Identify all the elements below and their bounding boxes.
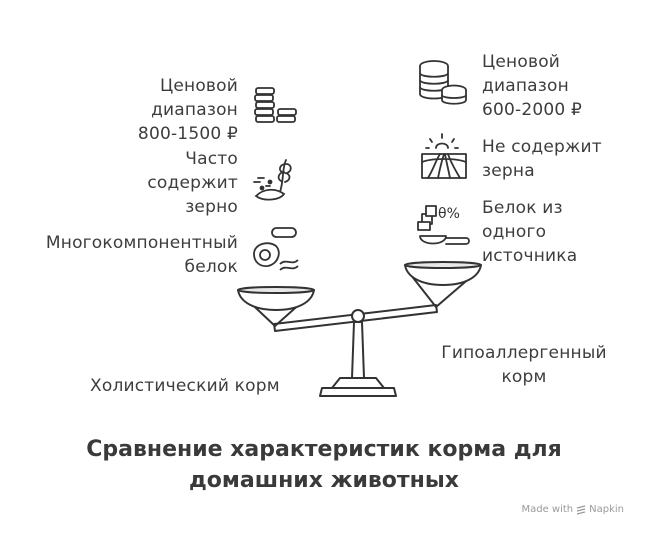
wheat-grain-icon [253, 159, 292, 201]
svg-text:θ%: θ% [438, 206, 460, 222]
napkin-logo-icon [576, 504, 586, 515]
left-food-name: Холистический корм [90, 376, 280, 396]
left-grain-label: Часто содержит зерно [147, 149, 238, 217]
coin-stacks-icon [254, 87, 297, 123]
sun-field-icon [421, 133, 467, 179]
page-title: Сравнение характеристик корма для домашн… [86, 437, 562, 493]
right-price-label: Ценовой диапазон 600-2000 ₽ [482, 52, 583, 120]
made-with-text: Made with [521, 504, 574, 515]
left-protein-label: Многокомпонентный белок [45, 233, 238, 277]
coin-stacks-icon [419, 60, 467, 105]
scoop-percent-icon: θ% [417, 205, 470, 245]
right-protein-label: Белок из одного источника [482, 198, 578, 266]
meat-protein-icon [253, 227, 299, 271]
brand-watermark: Made with Napkin [521, 504, 624, 515]
right-food-name: Гипоаллергенный корм [441, 343, 607, 387]
right-grain-label: Не содержит зерна [482, 137, 602, 181]
brand-name: Napkin [589, 504, 624, 515]
left-price-label: Ценовой диапазон 800-1500 ₽ [137, 76, 238, 144]
